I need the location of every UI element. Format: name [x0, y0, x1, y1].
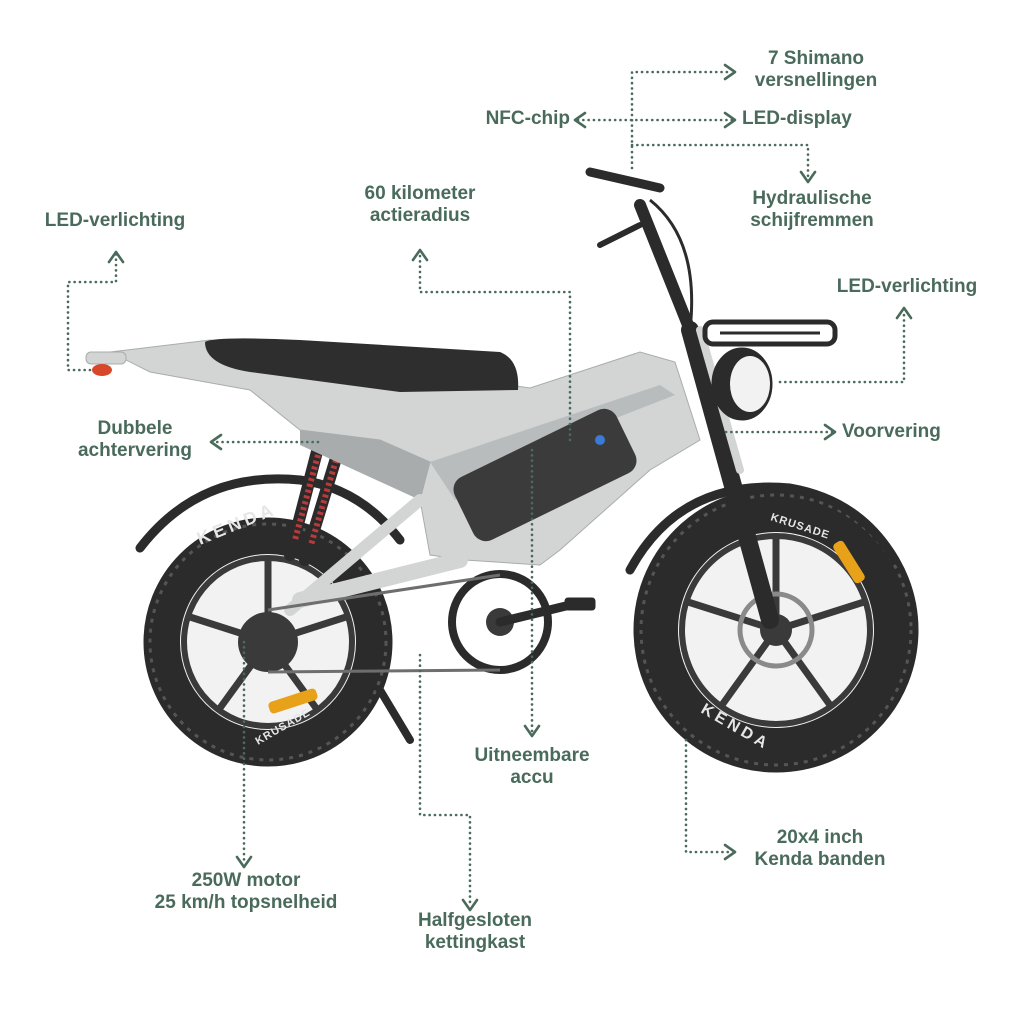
rear-shock-absorbers	[284, 434, 346, 566]
annotation-leaders	[66, 63, 913, 912]
leader-chain-case	[418, 653, 472, 907]
front-brake-disc	[737, 591, 815, 669]
bike-seat	[205, 338, 519, 392]
label-chain-case: Halfgesloten kettingkast	[417, 910, 533, 953]
leader-rear-light	[66, 252, 118, 372]
handlebar	[585, 167, 696, 336]
label-led-display: LED-display	[742, 108, 852, 129]
label-front-suspension: Voorvering	[842, 421, 941, 442]
label-front-led-lighting: LED-verlichting	[836, 276, 978, 297]
front-reflector	[833, 540, 865, 584]
front-fender	[625, 482, 900, 575]
label-shimano-gears: 7 Shimano versnellingen	[754, 48, 878, 91]
label-motor: 250W motor 25 km/h topsnelheid	[154, 870, 338, 913]
rear-tire-tread	[148, 522, 388, 762]
leader-tires	[684, 738, 734, 854]
label-rear-suspension: Dubbele achtervering	[77, 418, 193, 461]
label-kenda-tires: 20x4 inch Kenda banden	[754, 827, 886, 870]
label-nfc-chip: NFC-chip	[485, 108, 570, 129]
leader-front-light	[778, 308, 906, 384]
label-hydraulic-brakes: Hydraulische schijfremmen	[750, 188, 874, 231]
label-rear-led-lighting: LED-verlichting	[44, 210, 186, 231]
front-rack	[702, 319, 838, 347]
leader-range	[418, 250, 572, 442]
label-range: 60 kilometer actieradius	[364, 183, 476, 226]
rear-tail-light	[85, 351, 127, 376]
rear-reflector	[268, 688, 318, 714]
rear-fender	[135, 474, 405, 553]
leader-brakes	[630, 143, 810, 182]
removable-battery	[453, 408, 637, 542]
front-tire-tread	[639, 493, 913, 767]
headlight	[711, 347, 773, 421]
rear-wheel: KENDA KRUSADE	[143, 499, 393, 767]
leader-gears	[630, 70, 734, 170]
label-removable-battery: Uitneembare accu	[474, 745, 590, 788]
rear-hub-motor	[238, 612, 298, 672]
drivetrain	[267, 570, 596, 744]
